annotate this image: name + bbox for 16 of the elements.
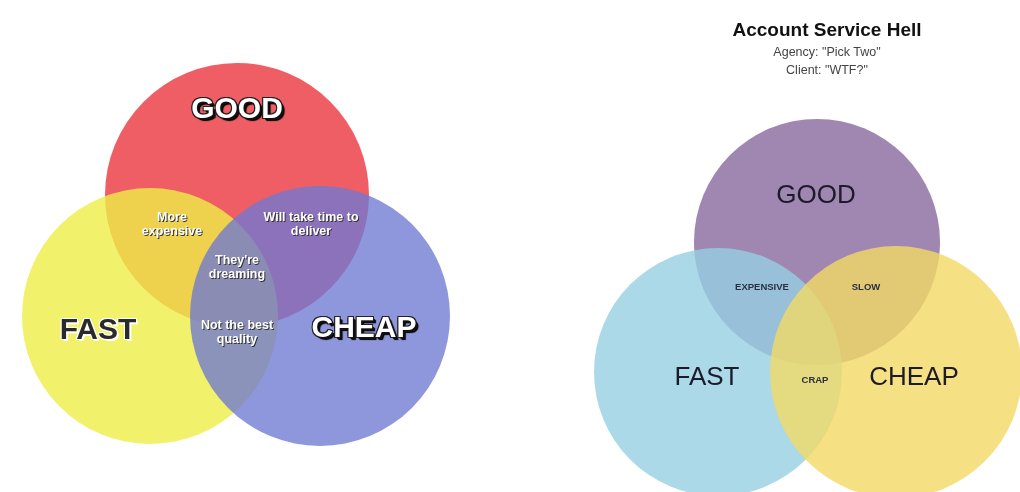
circle-label: CHEAP (869, 361, 959, 391)
circle-label: GOOD (191, 90, 283, 124)
overlap-label: Will take time to deliver (262, 211, 360, 239)
overlap-label: More expensive (140, 211, 204, 239)
circle-label: CHEAP (311, 309, 417, 343)
diagram-title: Account Service Hell (732, 19, 922, 41)
circle-label: FAST (674, 361, 740, 391)
overlap-label: They're dreaming (207, 254, 267, 282)
subtitle: Client: "WTF?" (786, 64, 868, 78)
overlap-label: SLOW (851, 281, 881, 293)
subtitle: Agency: "Pick Two" (773, 46, 881, 60)
overlap-label: Not the best quality (200, 319, 274, 347)
overlap-label: CRAP (801, 374, 829, 386)
circle-label: FAST (59, 311, 137, 345)
overlap-label: EXPENSIVE (735, 281, 789, 293)
circle-label: GOOD (776, 179, 856, 209)
